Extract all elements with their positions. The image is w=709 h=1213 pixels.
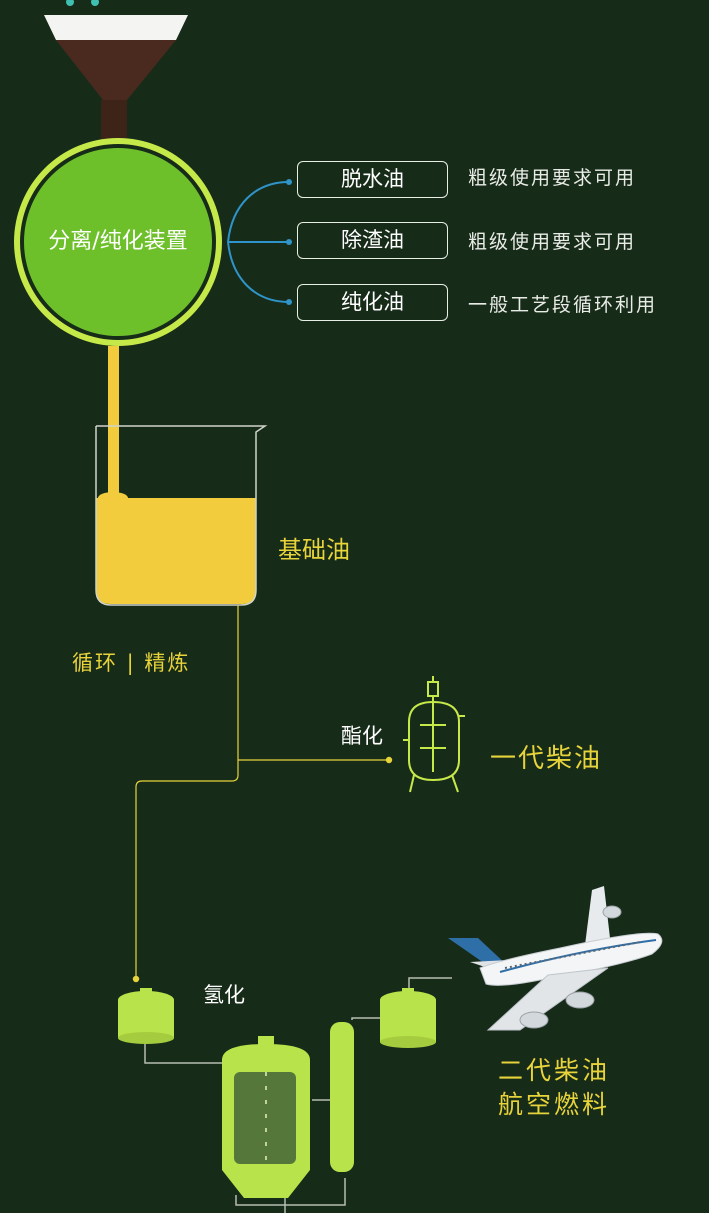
dots-icon (66, 0, 99, 6)
base-oil-label: 基础油 (278, 536, 350, 564)
oil-stream (108, 346, 119, 502)
hydrogenation-label: 氢化 (203, 983, 245, 1007)
beaker-icon (95, 425, 268, 606)
hydrogenation-dot (132, 975, 140, 983)
output-pill-residue-removed-oil: 除渣油 (297, 222, 448, 259)
hydrogenation-equipment (118, 977, 452, 1213)
esterification-dot (385, 756, 393, 764)
second-gen-diesel-label: 二代柴油 (498, 1056, 611, 1085)
output-pill-purified-oil: 纯化油 (297, 284, 448, 321)
esterification-label: 酯化 (341, 724, 383, 748)
reactor-icon (403, 676, 465, 793)
process-line (135, 605, 389, 978)
output-note-2: 粗级使用要求可用 (468, 231, 637, 253)
output-note-1: 粗级使用要求可用 (468, 167, 637, 189)
loop-refining-label: 循环 | 精炼 (72, 651, 191, 675)
output-bracket (227, 181, 290, 303)
separator-label: 分离/纯化装置 (48, 229, 188, 254)
output-pill-dehydrated-oil: 脱水油 (297, 161, 448, 198)
separator-circle (14, 138, 222, 346)
output-note-3: 一般工艺段循环利用 (468, 294, 658, 316)
airplane-icon (448, 886, 663, 1031)
first-gen-diesel-label: 一代柴油 (490, 744, 603, 774)
aviation-fuel-label: 航空燃料 (498, 1090, 611, 1119)
funnel-icon (44, 15, 188, 145)
bracket-dots (286, 179, 292, 305)
